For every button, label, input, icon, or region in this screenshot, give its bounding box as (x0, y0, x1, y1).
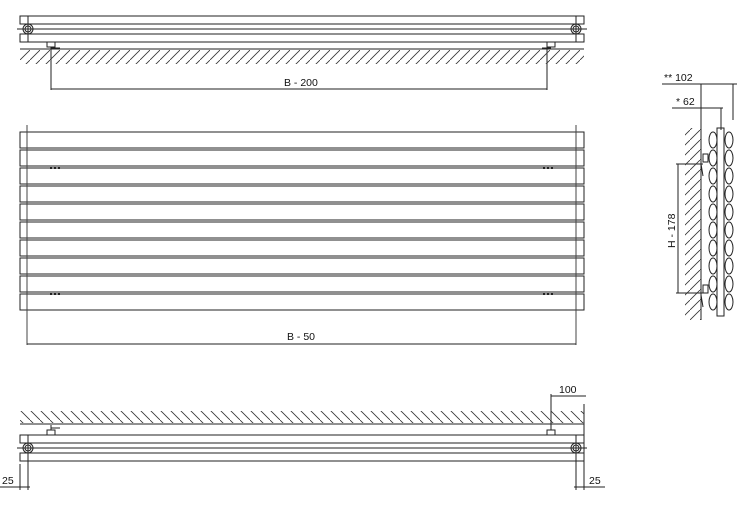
dimension-label-62: * 62 (676, 96, 695, 108)
dimension-label-100: 100 (559, 384, 577, 396)
top-view (17, 15, 587, 90)
collector-pipe (716, 127, 725, 317)
dimension-label-b50: B - 50 (287, 331, 315, 343)
wall-bracket-icon-left (46, 425, 60, 436)
valve-icon-left (17, 442, 39, 454)
wall-hatching (685, 128, 701, 320)
valve-icon-left (17, 23, 39, 35)
bracket-markers (50, 167, 553, 295)
wall-hatching (20, 50, 584, 64)
tube-sections (708, 131, 734, 311)
bracket-icon-lower (700, 284, 709, 308)
radiator-tubes (19, 131, 585, 311)
wall-hatching (20, 411, 584, 423)
dimension-label-left-25: 25 (2, 475, 14, 487)
dimension-label-b200: B - 200 (284, 77, 318, 89)
valve-icon-right (565, 23, 587, 35)
bracket-icon-upper (700, 153, 709, 177)
dimension-label-right-25: 25 (589, 475, 601, 487)
wall-bracket-icon-right (546, 394, 556, 436)
dimension-label-102: ** 102 (664, 72, 693, 84)
top-view-tube-upper (19, 15, 585, 25)
front-view (19, 125, 585, 345)
valve-icon-right (565, 442, 587, 454)
bottom-view (0, 394, 605, 490)
top-view-tube-lower (19, 33, 585, 43)
dimension-label-h178: H - 178 (666, 213, 678, 248)
side-view (662, 83, 737, 320)
